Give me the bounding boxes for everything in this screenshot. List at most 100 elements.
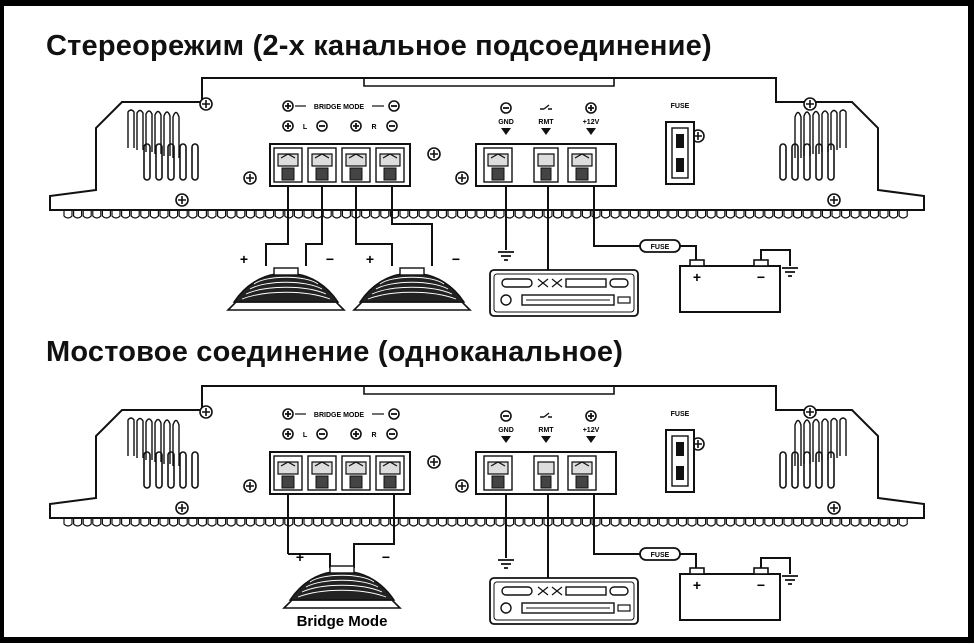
speaker-terminal-1-wire-slot: [281, 167, 295, 181]
amp-bottom-fin: [63, 518, 73, 527]
amp-bottom-fin: [236, 518, 246, 527]
amp-bottom-fin: [764, 518, 774, 527]
inline-fuse-label: FUSE: [651, 244, 670, 251]
ground-symbol-amp: [498, 559, 514, 569]
amp-bottom-fin: [380, 518, 390, 527]
amp-bottom-fin: [485, 210, 495, 219]
amp-bottom-fin: [524, 518, 534, 527]
mount-screw-left-top-slot: [202, 408, 210, 416]
right-heatsink-fin: [839, 109, 847, 148]
main-fuse-label: FUSE: [671, 103, 690, 110]
terminal-screw-left-slot: [246, 174, 254, 182]
speaker-1-cone: [232, 273, 340, 303]
left-vent-slot: [167, 143, 175, 181]
amp-bottom-fin: [639, 210, 649, 219]
mount-screw-right-top-slot: [806, 100, 814, 108]
amp-bottom-fin: [821, 518, 831, 527]
left-heatsink-fin: [145, 418, 153, 460]
head-unit-knob: [500, 294, 512, 306]
speaker-terminal-1-wire-slot: [281, 475, 295, 489]
amp-bottom-fin: [457, 518, 467, 527]
amp-bottom-fin: [92, 210, 102, 219]
amp-bottom-fin: [620, 210, 630, 219]
head-unit-bezel: [493, 581, 635, 621]
amp-bottom-fin: [668, 210, 678, 219]
amp-bottom-fin: [754, 210, 764, 219]
right-channel-label: R: [371, 432, 376, 439]
power-terminal-rmt-slot: [540, 167, 552, 181]
mount-screw-left-bottom-slot: [178, 196, 186, 204]
amp-bottom-fin: [514, 518, 524, 527]
fuse-screw-slot: [694, 440, 702, 448]
amp-bottom-fin: [466, 518, 476, 527]
battery-minus-label: −: [757, 269, 765, 285]
amp-bottom-fin: [169, 210, 179, 219]
page-frame: Стереорежим (2-х канальное подсоединение…: [4, 6, 968, 637]
power-terminal-rmt-clamp: [537, 153, 555, 167]
amp-bottom-fin: [226, 210, 236, 219]
amp-bottom-fin: [850, 518, 860, 527]
amp-bottom-fin: [812, 518, 822, 527]
amp-bottom-fin: [620, 518, 630, 527]
speaker-1-minus-wire: [353, 494, 395, 568]
speaker-terminal-4-clamp: [379, 461, 401, 475]
right-vent-slot: [791, 143, 799, 181]
amp-bottom-fin: [793, 518, 803, 527]
amp-bottom-fin: [437, 518, 447, 527]
amp-bottom-fin: [399, 518, 409, 527]
amp-bottom-fin: [553, 518, 563, 527]
amp-bottom-fin: [428, 210, 438, 219]
bridge-mode-label: BRIDGE MODE: [314, 104, 365, 111]
ground-symbol-battery: [782, 267, 798, 277]
head-unit-button-left: [501, 278, 533, 288]
amp-bottom-fin: [313, 518, 323, 527]
amp-bottom-fin: [706, 518, 716, 527]
speaker-terminal-4-wire-slot: [383, 167, 397, 181]
speaker-2-minus-wire: [391, 186, 433, 266]
terminal-screw-mid-left-slot: [430, 458, 438, 466]
speaker-1-base: [282, 599, 402, 609]
amp-bottom-fin: [217, 518, 227, 527]
battery-plus-label: +: [693, 577, 701, 593]
amp-bottom-fin: [754, 518, 764, 527]
amp-bottom-fin: [418, 210, 428, 219]
speaker-2-plus-label: +: [366, 251, 374, 267]
left-heatsink-fin: [127, 109, 135, 148]
left-plus-symbol-sign: [285, 431, 291, 437]
amp-bottom-fin: [159, 518, 169, 527]
amp-bottom-fin: [735, 210, 745, 219]
amp-bottom-fin: [73, 518, 83, 527]
power-12v-label: +12V: [583, 427, 600, 434]
right-vent-slot: [779, 451, 787, 489]
speaker-terminal-2-clamp: [311, 461, 333, 475]
amp-bottom-fin: [274, 518, 284, 527]
amp-bottom-fin: [879, 210, 889, 219]
bridge-plus-symbol-sign: [285, 103, 291, 109]
left-heatsink-fin: [163, 111, 171, 156]
amp-bottom-fin: [399, 210, 409, 219]
head-unit-display-marks: [537, 278, 563, 288]
amp-bottom-fin: [524, 210, 534, 219]
bridge-mode-label: BRIDGE MODE: [314, 412, 365, 419]
amp-bottom-fin: [159, 210, 169, 219]
mount-screw-left-bottom-slot: [178, 504, 186, 512]
right-heatsink-fin: [803, 419, 811, 464]
left-heatsink-fin: [145, 110, 153, 152]
amp-bottom-fin: [591, 210, 601, 219]
amp-bottom-fin: [581, 518, 591, 527]
amp-bottom-fin: [140, 518, 150, 527]
head-unit-case: [489, 269, 639, 317]
amp-bottom-fin: [466, 210, 476, 219]
speaker-2-ridge: [379, 276, 445, 285]
amp-bottom-fin: [610, 210, 620, 219]
amp-bottom-fin: [649, 210, 659, 219]
speaker-1-plus-wire: [288, 553, 331, 568]
speaker-1-ridge: [241, 291, 331, 300]
right-heatsink-fin: [830, 417, 838, 458]
amp-bottom-fin: [668, 518, 678, 527]
speaker-terminal-2-screw-top: [314, 153, 330, 159]
amp-bottom-fin: [745, 210, 755, 219]
speaker-terminal-4-wire-slot: [383, 475, 397, 489]
amp-bottom-fin: [245, 210, 255, 219]
amp-bottom-fin: [802, 518, 812, 527]
